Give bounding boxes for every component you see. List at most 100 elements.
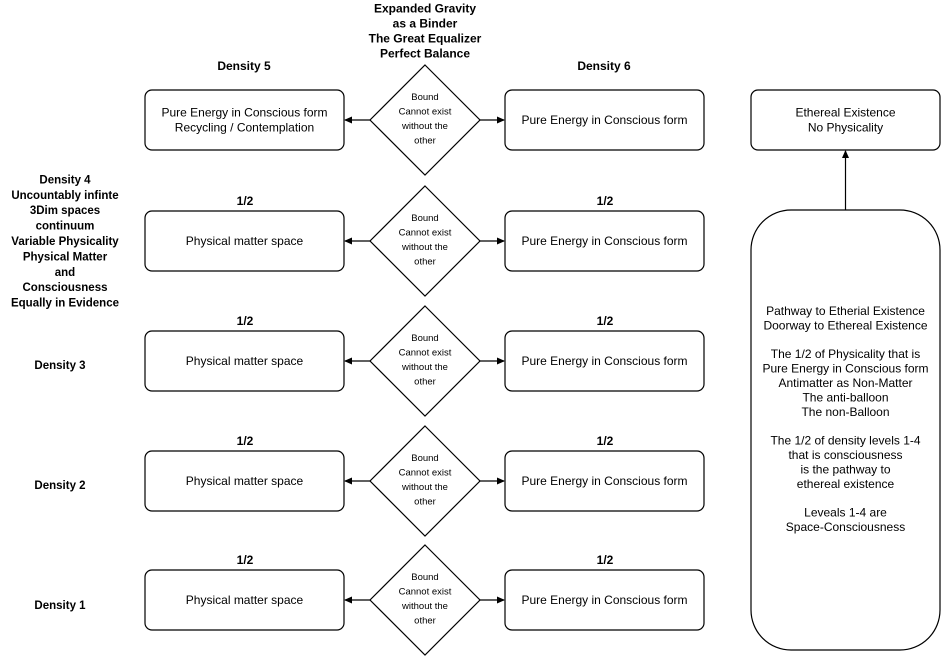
diamond-label-line: without the xyxy=(401,242,448,253)
right-box xyxy=(504,210,705,272)
side-label-density-4-line: Physical Matter xyxy=(23,251,108,263)
left-box-label-line: Physical matter space xyxy=(186,354,304,368)
pathway-box xyxy=(750,209,941,651)
left-box xyxy=(144,569,345,631)
side-label-density-3-line: Density 3 xyxy=(34,360,85,372)
pathway-box-label-line: Antimatter as Non-Matter xyxy=(778,376,912,390)
pathway-box-label-line: The 1/2 of density levels 1-4 xyxy=(770,434,920,448)
fraction-left: 1/2 xyxy=(237,434,254,448)
right-box-label: Pure Energy in Conscious form xyxy=(521,593,687,607)
pathway-box-label-line: is the pathway to xyxy=(800,462,890,476)
pathway-box-label-line: The 1/2 of Physicality that is xyxy=(771,347,920,361)
ethereal-existence-label-line: Ethereal Existence xyxy=(795,106,895,120)
right-box-label-line: Pure Energy in Conscious form xyxy=(521,474,687,488)
pathway-box-label-line: Pure Energy in Conscious form xyxy=(762,362,928,376)
pathway-box-label-line: Leveals 1-4 are xyxy=(804,506,887,520)
diamond-label-line: Cannot exist xyxy=(399,586,452,597)
side-label-density-2-line: Density 2 xyxy=(34,480,85,492)
fraction-left: 1/2 xyxy=(237,314,254,328)
left-box-label: Physical matter space xyxy=(186,593,304,607)
column-title-density-5: Density 5 xyxy=(217,59,271,73)
fraction-left: 1/2 xyxy=(237,553,254,567)
fraction-right: 1/2 xyxy=(597,434,614,448)
side-label-density-2: Density 2 xyxy=(34,480,85,492)
side-label-density-4-line: and xyxy=(55,267,75,279)
right-box-label-line: Pure Energy in Conscious form xyxy=(521,113,687,127)
pathway-box-label-line: that is consciousness xyxy=(788,448,902,462)
header-title-line: The Great Equalizer xyxy=(369,32,482,46)
diamond-label-line: without the xyxy=(401,601,448,612)
side-label-density-4: Density 4 Uncountably infinte 3Dim spaces c… xyxy=(11,174,119,309)
side-label-density-4-line: continuum xyxy=(36,221,95,233)
diamond-label-line: without the xyxy=(401,482,448,493)
diamond-label-line: other xyxy=(414,135,436,146)
diamond-label-line: Cannot exist xyxy=(399,227,452,238)
diamond-label-line: other xyxy=(414,496,436,507)
pathway-box-label-line: Space-Consciousness xyxy=(786,520,905,534)
side-label-density-3: Density 3 xyxy=(34,360,85,372)
diamond-label-line: without the xyxy=(401,362,448,373)
fraction-right: 1/2 xyxy=(597,553,614,567)
right-box xyxy=(504,569,705,631)
right-box-label-line: Pure Energy in Conscious form xyxy=(521,593,687,607)
left-box-label-line: Physical matter space xyxy=(186,234,304,248)
ethereal-existence-label-line: No Physicality xyxy=(808,121,883,135)
right-box-label-line: Pure Energy in Conscious form xyxy=(521,234,687,248)
fraction-right: 1/2 xyxy=(597,194,614,208)
left-box-label-line: Pure Energy in Conscious form xyxy=(161,106,327,120)
pathway-box-label-line: Pathway to Etherial Existence xyxy=(766,304,925,318)
right-box xyxy=(504,450,705,512)
bound-diamond xyxy=(369,185,481,297)
diamond-label-line: Bound xyxy=(411,333,438,344)
diamond-label-line: Cannot exist xyxy=(399,347,452,358)
bound-diamond xyxy=(369,305,481,417)
diamond-label-line: other xyxy=(414,256,436,267)
column-title-density-6: Density 6 xyxy=(577,59,631,73)
diamond-label-line: without the xyxy=(401,121,448,132)
side-label-density-4-line: 3Dim spaces xyxy=(30,205,100,217)
header-title-line: Perfect Balance xyxy=(380,47,470,61)
pathway-box-label-line: The anti-balloon xyxy=(802,390,888,404)
left-box-label: Physical matter space xyxy=(186,234,304,248)
diamond-label-line: Cannot exist xyxy=(399,467,452,478)
fraction-left: 1/2 xyxy=(237,194,254,208)
left-box xyxy=(144,210,345,272)
left-box xyxy=(144,330,345,392)
pathway-box-label-line: Doorway to Ethereal Existence xyxy=(763,318,927,332)
ethereal-existence-box xyxy=(750,89,941,151)
bound-diamond xyxy=(369,544,481,656)
diamond-label-line: Cannot exist xyxy=(399,106,452,117)
side-label-density-4-line: Equally in Evidence xyxy=(11,298,119,310)
left-box xyxy=(144,450,345,512)
diamond-label-line: Bound xyxy=(411,572,438,583)
right-box-label: Pure Energy in Conscious form xyxy=(521,234,687,248)
header-title-line: as a Binder xyxy=(393,17,458,31)
left-box xyxy=(144,89,345,151)
header-title-line: Expanded Gravity xyxy=(374,2,476,16)
left-box-label-line: Physical matter space xyxy=(186,593,304,607)
side-label-density-4-line: Consciousness xyxy=(23,282,108,294)
right-box-label: Pure Energy in Conscious form xyxy=(521,354,687,368)
side-label-density-4-line: Density 4 xyxy=(39,174,91,186)
bound-diamond xyxy=(369,425,481,537)
right-box xyxy=(504,330,705,392)
fraction-right: 1/2 xyxy=(597,314,614,328)
pathway-box-label-line: The non-Balloon xyxy=(801,405,889,419)
side-label-density-1-line: Density 1 xyxy=(34,600,86,612)
side-label-density-4-line: Uncountably infinte xyxy=(11,190,118,202)
diamond-label-line: Bound xyxy=(411,92,438,103)
right-box-label: Pure Energy in Conscious form xyxy=(521,113,687,127)
side-label-density-4-line: Variable Physicality xyxy=(11,236,119,248)
left-box-label: Physical matter space xyxy=(186,474,304,488)
diamond-label-line: Bound xyxy=(411,213,438,224)
right-box xyxy=(504,89,705,151)
